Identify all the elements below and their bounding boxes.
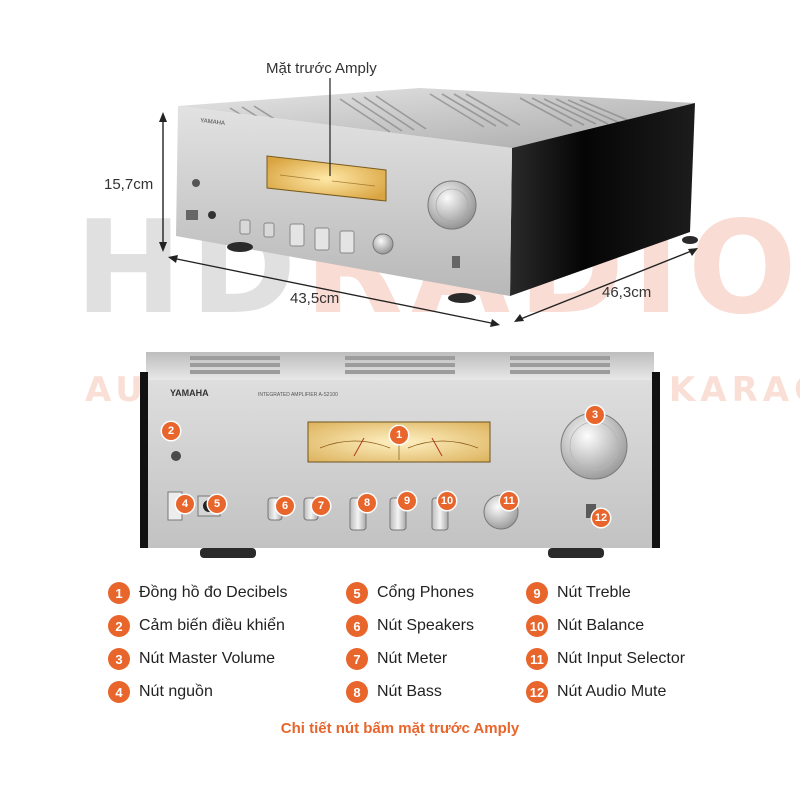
badge-11: 11 <box>500 492 518 510</box>
badge-6: 6 <box>276 497 294 515</box>
height-label: 15,7cm <box>104 176 154 193</box>
legend-number: 1 <box>108 582 130 604</box>
amplifier-front-illustration: YAMAHA INTEGRATED AMPLIFIER A-S2100 <box>140 352 660 558</box>
badge-7: 7 <box>312 497 330 515</box>
dimension-width-line <box>171 257 497 325</box>
front-foot-right <box>548 548 604 558</box>
front-mute-switch <box>586 504 596 518</box>
legend-number: 8 <box>346 681 368 703</box>
badge-4: 4 <box>176 495 194 513</box>
amp-volume-knob <box>427 180 477 230</box>
amp-treble-knob <box>314 227 330 251</box>
legend-item: 3 Nút Master Volume <box>108 648 275 670</box>
legend-label: Cổng Phones <box>377 584 474 601</box>
badge-9: 9 <box>398 492 416 510</box>
amplifier-3d-view: YAMAHA Mặt trước Amply 15,7cm 43,5cm 46,… <box>0 0 800 340</box>
badge-1: 1 <box>390 426 408 444</box>
legend-item: 4 Nút nguồn <box>108 681 213 703</box>
legend-number: 9 <box>526 582 548 604</box>
legend-label: Cảm biến điều khiển <box>139 617 285 634</box>
badge-12: 12 <box>592 509 610 527</box>
legend-label: Nút Input Selector <box>557 650 686 667</box>
legend-number: 10 <box>526 615 548 637</box>
badge-5: 5 <box>208 495 226 513</box>
amp-foot-left <box>227 242 253 252</box>
front-left-cheek <box>140 372 148 548</box>
legend-label: Nút Treble <box>557 584 631 601</box>
amp-power-switch <box>186 210 198 220</box>
amp-side-panel <box>510 103 695 296</box>
badge-2: 2 <box>162 422 180 440</box>
amplifier-front-view: YAMAHA INTEGRATED AMPLIFIER A-S2100 <box>140 352 660 560</box>
legend-number: 6 <box>346 615 368 637</box>
front-brand: YAMAHA <box>170 388 209 398</box>
amp-foot-right <box>448 293 476 303</box>
legend-item: 11 Nút Input Selector <box>526 648 685 670</box>
front-model: INTEGRATED AMPLIFIER A-S2100 <box>258 392 338 398</box>
legend-number: 5 <box>346 582 368 604</box>
amp-3d-brand: YAMAHA <box>200 118 225 127</box>
legend-number: 11 <box>526 648 548 670</box>
legend-item: 1 Đồng hồ đo Decibels <box>108 582 288 604</box>
front-meter-scale <box>319 437 479 457</box>
legend-label: Nút Balance <box>557 617 645 634</box>
amp-speaker-knob <box>239 219 251 235</box>
amp-mute-switch <box>452 256 460 268</box>
legend-number: 12 <box>526 681 548 703</box>
amplifier-3d-illustration: YAMAHA <box>159 78 698 327</box>
legend-label: Nút nguồn <box>139 683 213 700</box>
front-top-vents <box>190 356 610 374</box>
front-foot-left <box>200 548 256 558</box>
legend-label: Nút Audio Mute <box>557 683 667 700</box>
amp-balance-knob <box>339 230 355 254</box>
amp-front-panel <box>176 106 512 296</box>
amp-sensor <box>192 179 200 187</box>
front-sensor <box>171 451 181 461</box>
legend-item: 9 Nút Treble <box>526 582 631 604</box>
legend-number: 7 <box>346 648 368 670</box>
amp-bass-knob <box>289 223 305 247</box>
front-right-cheek <box>652 372 660 548</box>
badge-10: 10 <box>438 492 456 510</box>
depth-label: 46,3cm <box>602 284 652 301</box>
amp-input-knob <box>372 233 394 255</box>
legend-item: 7 Nút Meter <box>346 648 447 670</box>
legend-item: 12 Nút Audio Mute <box>526 681 666 703</box>
legend-item: 8 Nút Bass <box>346 681 442 703</box>
legend-item: 2 Cảm biến điều khiển <box>108 615 285 637</box>
amp-foot-back <box>682 236 698 244</box>
legend-label: Nút Meter <box>377 650 448 667</box>
legend-label: Nút Speakers <box>377 617 474 634</box>
legend-item: 5 Cổng Phones <box>346 582 474 604</box>
legend-item: 6 Nút Speakers <box>346 615 474 637</box>
legend-label: Nút Master Volume <box>139 650 276 667</box>
amp-meter-scale <box>279 174 376 187</box>
badge-8: 8 <box>358 494 376 512</box>
badge-3: 3 <box>586 406 604 424</box>
legend-number: 3 <box>108 648 130 670</box>
amp-phones-jack <box>208 211 216 219</box>
legend-number: 4 <box>108 681 130 703</box>
amp-meter-knob <box>263 222 275 238</box>
legend-label: Đồng hồ đo Decibels <box>139 584 288 601</box>
amp-meter-window <box>266 155 387 202</box>
legend-label: Nút Bass <box>377 683 442 700</box>
width-label: 43,5cm <box>290 290 340 307</box>
legend-number: 2 <box>108 615 130 637</box>
legend-item: 10 Nút Balance <box>526 615 644 637</box>
dimension-depth-line <box>517 249 695 321</box>
caption: Chi tiết nút bấm mặt trước Amply <box>280 720 520 737</box>
callout-label: Mặt trước Amply <box>266 60 377 77</box>
